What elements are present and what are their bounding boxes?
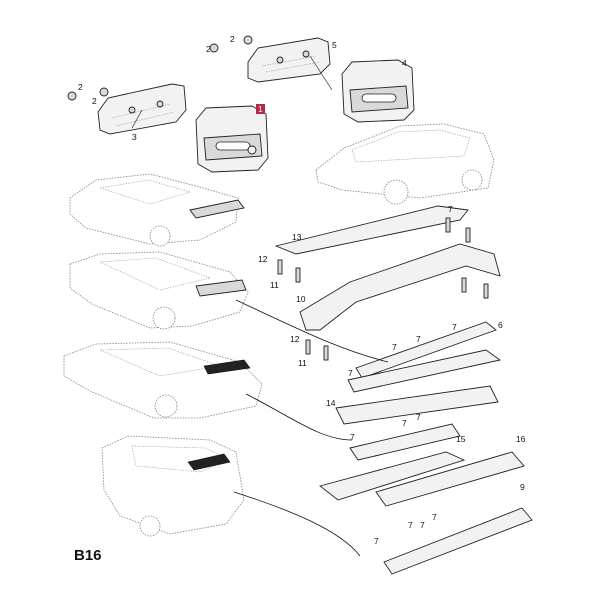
callout-14: 14 <box>326 398 336 408</box>
callout-16: 16 <box>516 434 526 444</box>
callout-3: 3 <box>132 132 137 142</box>
car-rear-view-2 <box>69 251 249 330</box>
spoiler-13 <box>274 205 469 255</box>
callout-15: 15 <box>456 434 466 444</box>
callout-2: 2 <box>206 44 211 54</box>
fasteners <box>277 217 489 361</box>
callout-7: 7 <box>350 432 355 442</box>
callout-6: 6 <box>498 320 503 330</box>
callout-12: 12 <box>290 334 300 344</box>
callout-5: 5 <box>332 40 337 50</box>
callout-1: 1 <box>258 104 263 114</box>
spoiler-6 <box>355 321 497 379</box>
callout-7: 7 <box>416 412 421 422</box>
callout-7: 7 <box>402 418 407 428</box>
callout-7: 7 <box>374 536 379 546</box>
spoiler-9 <box>383 507 533 575</box>
sheet-code: B16 <box>74 547 102 564</box>
assembly-arrows <box>131 55 389 557</box>
hatchback-car-illustration <box>315 123 495 205</box>
car-rear-view-1 <box>69 173 245 247</box>
strip-lower-2 <box>349 423 461 461</box>
strip-lower-1 <box>347 349 502 393</box>
spoiler-16 <box>375 451 525 507</box>
highlight-box <box>256 104 265 114</box>
clip-nuts <box>67 35 253 101</box>
callout-7: 7 <box>416 334 421 344</box>
callout-labels: 1 2 2 2 2 3 4 5 6 7 7 7 7 7 7 7 7 7 7 7 … <box>78 34 526 546</box>
callout-7: 7 <box>420 520 425 530</box>
car-rear-view-3 <box>63 341 263 419</box>
callout-7: 7 <box>448 204 453 214</box>
callout-13: 13 <box>292 232 302 242</box>
callout-7: 7 <box>348 368 353 378</box>
spoiler-15 <box>319 451 466 501</box>
callout-2: 2 <box>92 96 97 106</box>
callout-2: 2 <box>78 82 83 92</box>
spoiler-14 <box>335 385 499 425</box>
callout-11: 11 <box>298 358 307 368</box>
spoiler-10 <box>299 243 501 331</box>
callout-7: 7 <box>432 512 437 522</box>
callout-7: 7 <box>392 342 397 352</box>
callout-7: 7 <box>452 322 457 332</box>
callout-11: 11 <box>270 280 279 290</box>
car-rear-view-4 <box>101 435 245 537</box>
handle-mount-right <box>247 37 331 83</box>
callout-2: 2 <box>230 34 235 44</box>
handle-mount-left <box>97 83 187 135</box>
callout-7: 7 <box>408 520 413 530</box>
handle-assembly-4 <box>341 59 415 123</box>
callout-10: 10 <box>296 294 306 304</box>
callout-4: 4 <box>402 58 407 68</box>
callout-12: 12 <box>258 254 268 264</box>
handle-assembly-1 <box>195 105 269 173</box>
callout-9: 9 <box>520 482 525 492</box>
